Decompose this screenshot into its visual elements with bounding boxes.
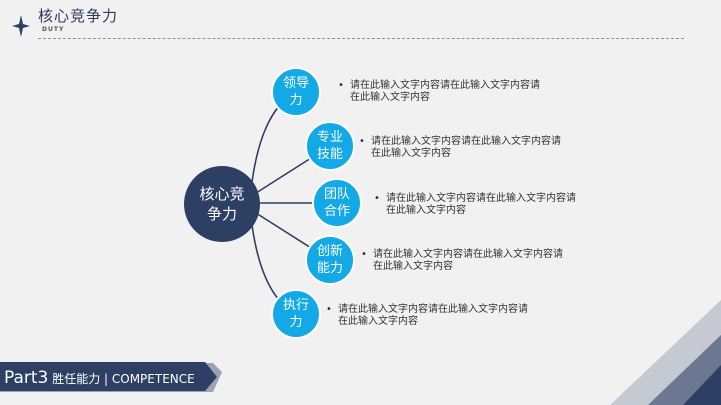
node-label-1-line1: 领导 (282, 76, 309, 91)
node-description-5: • 请在此输入文字内容请在此输入文字内容请在此输入文字内容 (326, 304, 534, 328)
node-description-1-text: 请在此输入文字内容请在此输入文字内容请在此输入文字内容 (350, 80, 540, 103)
header-divider (38, 38, 684, 39)
node-circle-3 (312, 178, 362, 228)
node-description-4: • 请在此输入文字内容请在此输入文字内容请在此输入文字内容 (361, 249, 569, 273)
footer-section-label: Part3 胜任能力 | COMPETENCE (4, 368, 195, 388)
node-label-5-line2: 力 (289, 315, 303, 330)
node-label-4-line1: 创新 (316, 244, 343, 259)
page-subtitle: DUTY (42, 26, 65, 33)
node-label-4-line2: 能力 (316, 261, 343, 276)
node-description-3: • 请在此输入文字内容请在此输入文字内容请在此输入文字内容 (374, 193, 582, 217)
bullet-dot: • (361, 249, 367, 260)
node-label-3: 团队 合作 (313, 186, 361, 220)
banner-ribbon (0, 362, 217, 391)
node-description-4-text: 请在此输入文字内容请在此输入文字内容请在此输入文字内容 (373, 249, 563, 272)
node-label-2-line2: 技能 (316, 147, 343, 162)
corner-decoration-dark (683, 365, 721, 405)
node-circle-5 (271, 289, 321, 339)
node-label-3-line2: 合作 (323, 204, 350, 219)
bullet-dot: • (326, 304, 332, 315)
node-circle-4 (305, 235, 355, 285)
node-label-5-line1: 执行 (282, 298, 309, 313)
node-label-2-line1: 专业 (316, 130, 343, 145)
node-description-2: • 请在此输入文字内容请在此输入文字内容请在此输入文字内容 (359, 136, 567, 160)
hub-label: 核心竞 争力 (184, 184, 260, 224)
node-label-1-line2: 力 (289, 93, 303, 108)
node-label-5: 执行 力 (272, 297, 320, 331)
footer-part-number: Part3 (4, 368, 49, 388)
page-title: 核心竞争力 (38, 7, 119, 25)
node-description-1: • 请在此输入文字内容请在此输入文字内容请在此输入文字内容 (338, 80, 546, 104)
node-label-1: 领导 力 (272, 75, 320, 109)
bullet-dot: • (359, 136, 365, 147)
bullet-dot: • (374, 193, 380, 204)
node-label-2: 专业 技能 (306, 129, 354, 163)
hub-circle (184, 166, 260, 242)
node-label-3-line1: 团队 (323, 187, 350, 202)
node-circle-2 (305, 121, 355, 171)
bullet-dot: • (338, 80, 344, 91)
star-icon (12, 15, 30, 37)
hub-label-line1: 核心竞 (199, 185, 245, 203)
node-description-2-text: 请在此输入文字内容请在此输入文字内容请在此输入文字内容 (371, 136, 561, 159)
node-description-3-text: 请在此输入文字内容请在此输入文字内容请在此输入文字内容 (386, 193, 576, 216)
node-label-4: 创新 能力 (306, 243, 354, 277)
node-description-5-text: 请在此输入文字内容请在此输入文字内容请在此输入文字内容 (338, 304, 528, 327)
node-circle-1 (271, 67, 321, 117)
footer-section-title: 胜任能力 | COMPETENCE (48, 372, 195, 386)
hub-label-line2: 争力 (206, 205, 237, 223)
